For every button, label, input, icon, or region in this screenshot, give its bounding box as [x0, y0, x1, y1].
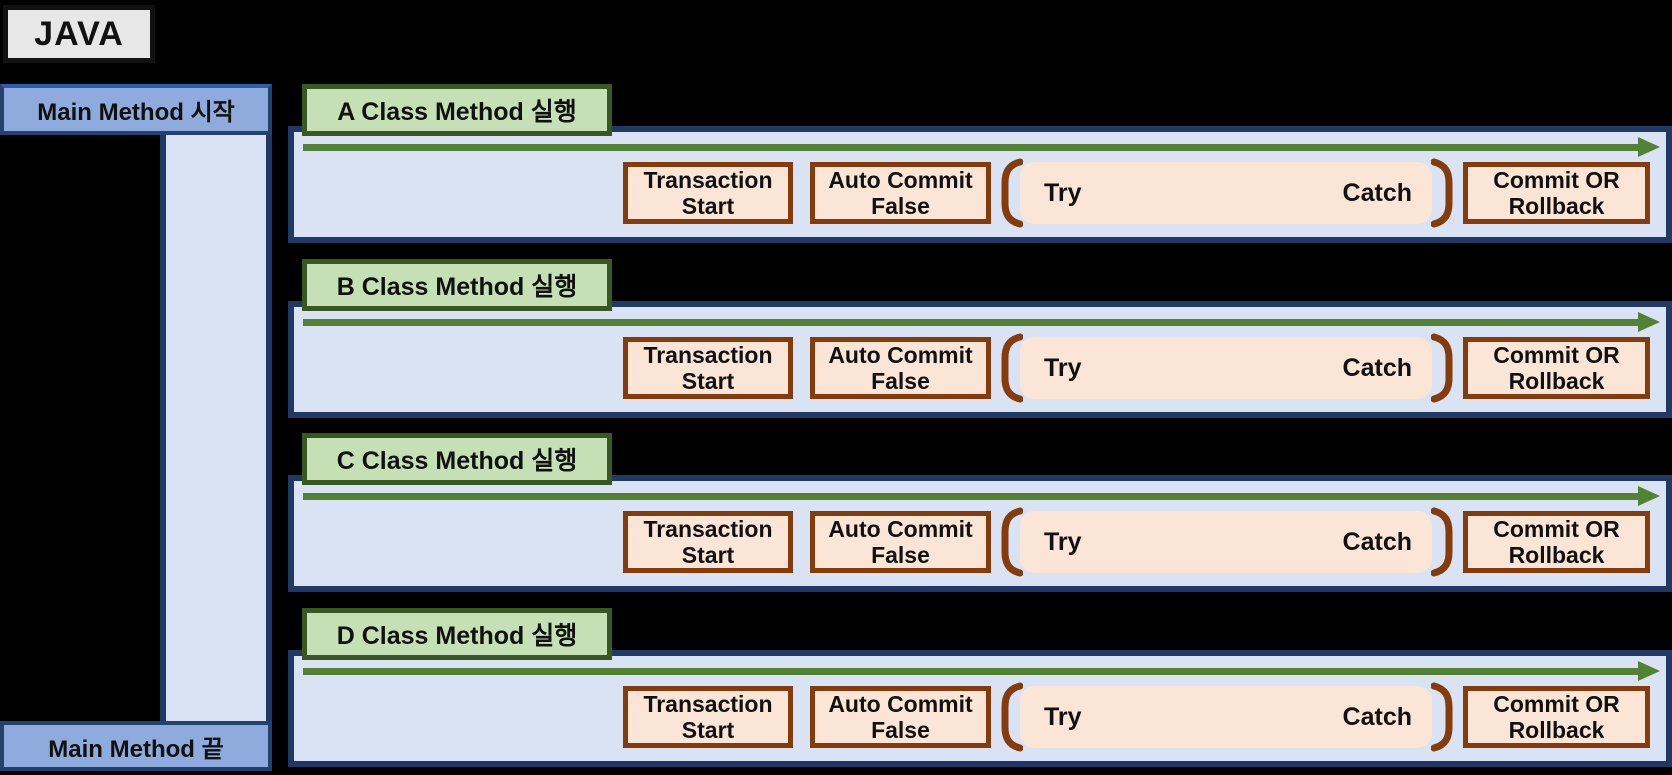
method-row-a: A Class Method 실행 Transaction Start Auto… [0, 84, 1672, 259]
method-row-header: B Class Method 실행 [302, 259, 612, 311]
main-method-start-box: Main Method 시작 [0, 84, 272, 135]
open-paren-icon [1001, 682, 1023, 752]
auto-commit-false-box: Auto Commit False [810, 511, 991, 573]
try-catch-box: Try Catch [1020, 511, 1432, 573]
execution-arrow-head-icon [1638, 486, 1660, 506]
commit-or-rollback-box: Commit OR Rollback [1463, 337, 1650, 399]
commit-rollback-line1: Commit OR [1493, 690, 1620, 717]
catch-label: Catch [1342, 178, 1412, 207]
auto-commit-line2: False [871, 368, 930, 394]
catch-label: Catch [1342, 702, 1412, 731]
method-row-header-label: B Class Method 실행 [336, 273, 578, 301]
execution-arrow-head-icon [1638, 661, 1660, 681]
main-method-end-label: Main Method 끝 [48, 735, 224, 763]
java-title-box: JAVA [3, 5, 155, 63]
catch-label: Catch [1342, 353, 1412, 382]
close-paren-icon [1431, 682, 1453, 752]
execution-arrow-head-icon [1638, 137, 1660, 157]
transaction-start-line1: Transaction [643, 341, 773, 368]
method-row-b: B Class Method 실행 Transaction Start Auto… [0, 259, 1672, 434]
transaction-start-line2: Start [681, 717, 735, 743]
execution-arrow-line [303, 668, 1641, 675]
transaction-start-box: Transaction Start [623, 686, 793, 748]
auto-commit-line2: False [871, 717, 930, 743]
auto-commit-line1: Auto Commit [828, 690, 973, 717]
method-row-header-label: C Class Method 실행 [336, 447, 578, 475]
transaction-start-line1: Transaction [643, 515, 773, 542]
try-label: Try [1044, 527, 1082, 556]
java-title-label: JAVA [34, 14, 124, 53]
transaction-start-box: Transaction Start [623, 337, 793, 399]
commit-rollback-line2: Rollback [1508, 542, 1605, 568]
try-catch-box: Try Catch [1020, 337, 1432, 399]
commit-rollback-line1: Commit OR [1493, 166, 1620, 193]
auto-commit-false-box: Auto Commit False [810, 162, 991, 224]
method-row-header: C Class Method 실행 [302, 433, 612, 485]
open-paren-icon [1001, 158, 1023, 228]
close-paren-icon [1431, 158, 1453, 228]
transaction-start-line1: Transaction [643, 166, 773, 193]
transaction-start-line2: Start [681, 542, 735, 568]
method-row-header-label: D Class Method 실행 [336, 622, 578, 650]
transaction-start-box: Transaction Start [623, 511, 793, 573]
try-label: Try [1044, 178, 1082, 207]
main-method-end-box: Main Method 끝 [0, 721, 272, 771]
auto-commit-line1: Auto Commit [828, 341, 973, 368]
catch-label: Catch [1342, 527, 1412, 556]
auto-commit-false-box: Auto Commit False [810, 337, 991, 399]
close-paren-icon [1431, 333, 1453, 403]
try-catch-box: Try Catch [1020, 686, 1432, 748]
execution-arrow-line [303, 319, 1641, 326]
method-row-c: C Class Method 실행 Transaction Start Auto… [0, 433, 1672, 608]
auto-commit-line1: Auto Commit [828, 166, 973, 193]
transaction-start-box: Transaction Start [623, 162, 793, 224]
commit-rollback-line1: Commit OR [1493, 515, 1620, 542]
auto-commit-line2: False [871, 193, 930, 219]
main-method-start-label: Main Method 시작 [37, 99, 235, 126]
method-row-header: D Class Method 실행 [302, 608, 612, 660]
auto-commit-line1: Auto Commit [828, 515, 973, 542]
commit-rollback-line2: Rollback [1508, 368, 1605, 394]
main-method-lifeline-bar [160, 133, 272, 723]
try-catch-box: Try Catch [1020, 162, 1432, 224]
method-row-header: A Class Method 실행 [302, 84, 612, 136]
method-row-header-label: A Class Method 실행 [337, 98, 577, 126]
transaction-start-line2: Start [681, 368, 735, 394]
auto-commit-line2: False [871, 542, 930, 568]
execution-arrow-line [303, 144, 1641, 151]
open-paren-icon [1001, 333, 1023, 403]
commit-rollback-line2: Rollback [1508, 193, 1605, 219]
commit-or-rollback-box: Commit OR Rollback [1463, 162, 1650, 224]
commit-or-rollback-box: Commit OR Rollback [1463, 511, 1650, 573]
try-label: Try [1044, 353, 1082, 382]
execution-arrow-line [303, 493, 1641, 500]
transaction-start-line1: Transaction [643, 690, 773, 717]
commit-or-rollback-box: Commit OR Rollback [1463, 686, 1650, 748]
method-row-d: D Class Method 실행 Transaction Start Auto… [0, 608, 1672, 775]
close-paren-icon [1431, 507, 1453, 577]
transaction-start-line2: Start [681, 193, 735, 219]
try-label: Try [1044, 702, 1082, 731]
commit-rollback-line2: Rollback [1508, 717, 1605, 743]
open-paren-icon [1001, 507, 1023, 577]
auto-commit-false-box: Auto Commit False [810, 686, 991, 748]
execution-arrow-head-icon [1638, 312, 1660, 332]
commit-rollback-line1: Commit OR [1493, 341, 1620, 368]
